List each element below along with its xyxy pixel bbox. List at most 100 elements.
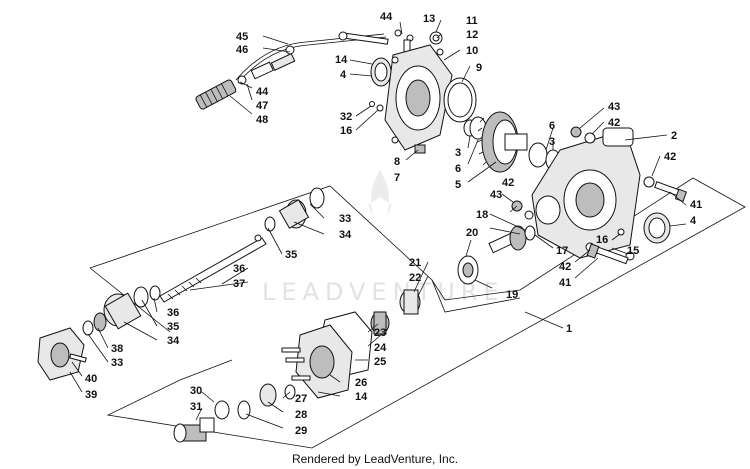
pinion-gear xyxy=(488,225,536,254)
callout-12: 12 xyxy=(466,29,478,41)
leader-lines xyxy=(69,19,687,429)
callout-16: 16 xyxy=(340,125,352,137)
pin xyxy=(369,101,375,107)
callout-41: 41 xyxy=(559,277,571,289)
callout-3: 3 xyxy=(455,147,461,159)
callout-38: 38 xyxy=(111,343,123,355)
callout-4: 4 xyxy=(340,69,347,81)
washer xyxy=(524,210,534,220)
snap-ring xyxy=(237,400,251,420)
bearing-inner xyxy=(462,262,474,278)
callout-22: 22 xyxy=(409,272,421,284)
callout-6: 6 xyxy=(549,120,555,132)
callout-3: 3 xyxy=(549,136,555,148)
callout-23: 23 xyxy=(374,327,386,339)
svg-text:LEADVENTURE: LEADVENTURE xyxy=(262,278,505,306)
bearing-cup-body xyxy=(403,289,419,315)
callout-14: 14 xyxy=(355,391,368,403)
callout-42: 42 xyxy=(664,151,676,163)
callout-44: 44 xyxy=(380,11,393,23)
rendered-by-credit: Rendered by LeadVenture, Inc. xyxy=(291,452,459,466)
callout-19: 19 xyxy=(506,289,518,301)
thrust-ring-inner xyxy=(447,82,473,118)
seal xyxy=(370,57,392,87)
callout-5: 5 xyxy=(455,179,461,191)
callout-36: 36 xyxy=(167,307,179,319)
drive-shaft xyxy=(159,237,267,303)
seal xyxy=(214,400,230,420)
callout-42: 42 xyxy=(608,117,620,129)
callout-34: 34 xyxy=(339,229,352,241)
cv-boot xyxy=(254,187,325,242)
callout-37: 37 xyxy=(233,278,245,290)
callout-24: 24 xyxy=(374,342,387,354)
callout-32: 32 xyxy=(340,111,352,123)
bolt xyxy=(654,181,688,203)
callout-41: 41 xyxy=(690,199,702,211)
callout-2: 2 xyxy=(671,130,677,142)
callout-25: 25 xyxy=(374,356,386,368)
callout-7: 7 xyxy=(394,172,400,184)
cv-joint xyxy=(82,285,161,336)
callout-27: 27 xyxy=(295,393,307,405)
callout-9: 9 xyxy=(476,62,482,74)
callout-43: 43 xyxy=(490,189,502,201)
callout-45: 45 xyxy=(236,31,248,43)
callout-31: 31 xyxy=(190,401,202,413)
callout-29: 29 xyxy=(295,425,307,437)
callout-1: 1 xyxy=(566,323,572,335)
callout-14: 14 xyxy=(335,54,348,66)
callout-20: 20 xyxy=(466,227,478,239)
bearing xyxy=(528,142,548,168)
callout-47: 47 xyxy=(256,100,268,112)
housing-cover xyxy=(384,44,453,151)
callout-44: 44 xyxy=(256,86,269,98)
subassembly-outline xyxy=(89,177,746,449)
callout-28: 28 xyxy=(295,409,307,421)
callout-33: 33 xyxy=(339,213,351,225)
callout-33: 33 xyxy=(111,357,123,369)
callout-48: 48 xyxy=(256,114,268,126)
callout-10: 10 xyxy=(466,45,478,57)
pinion-housing xyxy=(281,324,353,399)
callout-34: 34 xyxy=(167,335,180,347)
callout-18: 18 xyxy=(476,209,488,221)
ring-gear xyxy=(476,111,528,173)
washer xyxy=(584,132,596,144)
bushing-body xyxy=(373,311,387,335)
o-ring xyxy=(617,228,625,236)
callout-40: 40 xyxy=(85,373,97,385)
callout-36: 36 xyxy=(233,263,245,275)
washer xyxy=(643,176,655,188)
callout-21: 21 xyxy=(409,257,421,269)
callout-6: 6 xyxy=(455,163,461,175)
output-yoke xyxy=(173,417,215,443)
callout-42: 42 xyxy=(502,177,514,189)
callout-17: 17 xyxy=(556,245,568,257)
callout-8: 8 xyxy=(394,156,400,168)
callout-35: 35 xyxy=(167,321,179,333)
callout-labels: 45 46 44 47 48 44 13 11 12 10 14 4 9 32 … xyxy=(85,11,702,437)
callout-43: 43 xyxy=(608,101,620,113)
callout-26: 26 xyxy=(355,377,367,389)
callout-4: 4 xyxy=(690,215,697,227)
bolt xyxy=(586,243,629,265)
nut xyxy=(570,126,582,138)
callout-46: 46 xyxy=(236,44,248,56)
callout-11: 11 xyxy=(466,15,478,27)
hub-flange xyxy=(37,327,87,381)
plug xyxy=(414,144,426,154)
callout-30: 30 xyxy=(190,385,202,397)
seal-inner xyxy=(648,217,666,239)
callout-13: 13 xyxy=(423,13,435,25)
bearing xyxy=(259,383,277,407)
callout-39: 39 xyxy=(85,389,97,401)
o-ring xyxy=(376,104,384,112)
callout-16: 16 xyxy=(596,234,608,246)
callout-42: 42 xyxy=(559,261,571,273)
bolt xyxy=(338,31,389,45)
main-housing xyxy=(531,127,641,259)
callout-35: 35 xyxy=(285,249,297,261)
watermark: LEADVENTURE xyxy=(262,170,505,306)
